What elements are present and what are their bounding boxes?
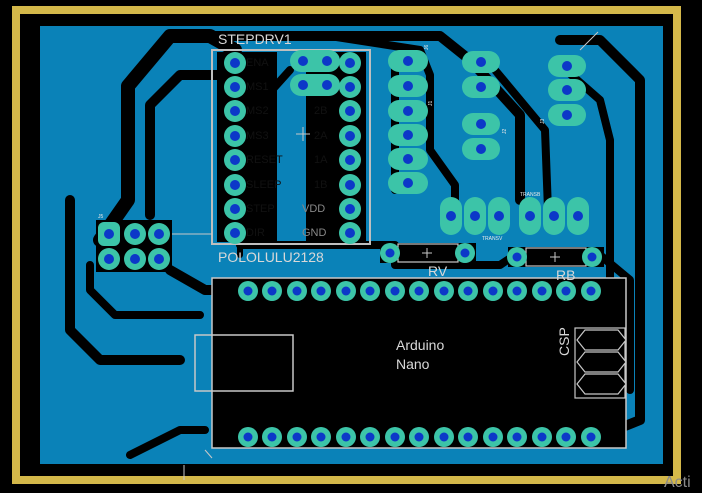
transv-pads[interactable]: [440, 197, 510, 235]
pololu-left-pads[interactable]: [224, 52, 246, 244]
arduino-nano-outline: [211, 277, 627, 449]
board-outline: [12, 6, 681, 484]
pin-label-1a: 1A: [314, 154, 328, 166]
pin-label-vdd: VDD: [302, 203, 326, 215]
rv-pads[interactable]: [380, 243, 475, 263]
module-part-label: POLOLULU2128: [218, 249, 324, 265]
resistor-rv-label: RV: [428, 263, 448, 279]
j1-pads[interactable]: [388, 50, 428, 194]
pololu-right-pads[interactable]: [339, 52, 361, 244]
pin-label-2a: 2A: [314, 130, 328, 142]
rb-pads[interactable]: [507, 247, 602, 267]
ref-j2: J2: [502, 128, 508, 134]
resistor-rb-label: RB: [556, 267, 576, 283]
ref-transb: TRANSB: [520, 192, 541, 198]
csp-pads[interactable]: [576, 329, 627, 395]
pin-label-1b: 1B: [314, 179, 328, 191]
pin-label-step: STEP: [246, 203, 275, 215]
ref-j5: J5: [98, 214, 104, 220]
pin-label-ms3: MS3: [246, 130, 269, 142]
transb-pads[interactable]: [519, 197, 589, 235]
arduino-usb-outline: [194, 334, 294, 392]
pololu-outline: [211, 49, 371, 245]
ref-transv: TRANSV: [482, 236, 503, 242]
j2-pads[interactable]: [462, 51, 500, 160]
j5-pads[interactable]: [98, 222, 170, 270]
pin-label-2b: 2B: [314, 105, 328, 117]
arduino-pads-top[interactable]: [238, 281, 601, 301]
j3-pads[interactable]: [548, 55, 586, 126]
pin-label-ms1: MS1: [246, 81, 269, 93]
pin-label-ena: ENA: [246, 57, 269, 69]
pin-label-dir: DIR: [246, 227, 265, 239]
arduino-label: Arduino: [396, 337, 445, 353]
nano-label: Nano: [396, 356, 430, 372]
arduino-pads-bottom[interactable]: [238, 427, 601, 447]
pin-label-reset: RESET: [246, 154, 283, 166]
activation-watermark: Acti: [664, 474, 691, 491]
module-name-label: STEPDRV1: [218, 31, 292, 47]
ref-j1: J1: [428, 100, 434, 106]
j6-pads[interactable]: [290, 50, 340, 96]
ref-j6: J6: [424, 44, 430, 50]
ref-j3: J3: [540, 118, 546, 124]
capacitor-csp-label: CSP: [556, 327, 572, 356]
pin-label-sleep: SLEEP: [246, 179, 282, 191]
pin-label-gnd: GND: [302, 227, 327, 239]
crosshair-marks: [172, 31, 599, 480]
pin-label-ms2: MS2: [246, 105, 269, 117]
